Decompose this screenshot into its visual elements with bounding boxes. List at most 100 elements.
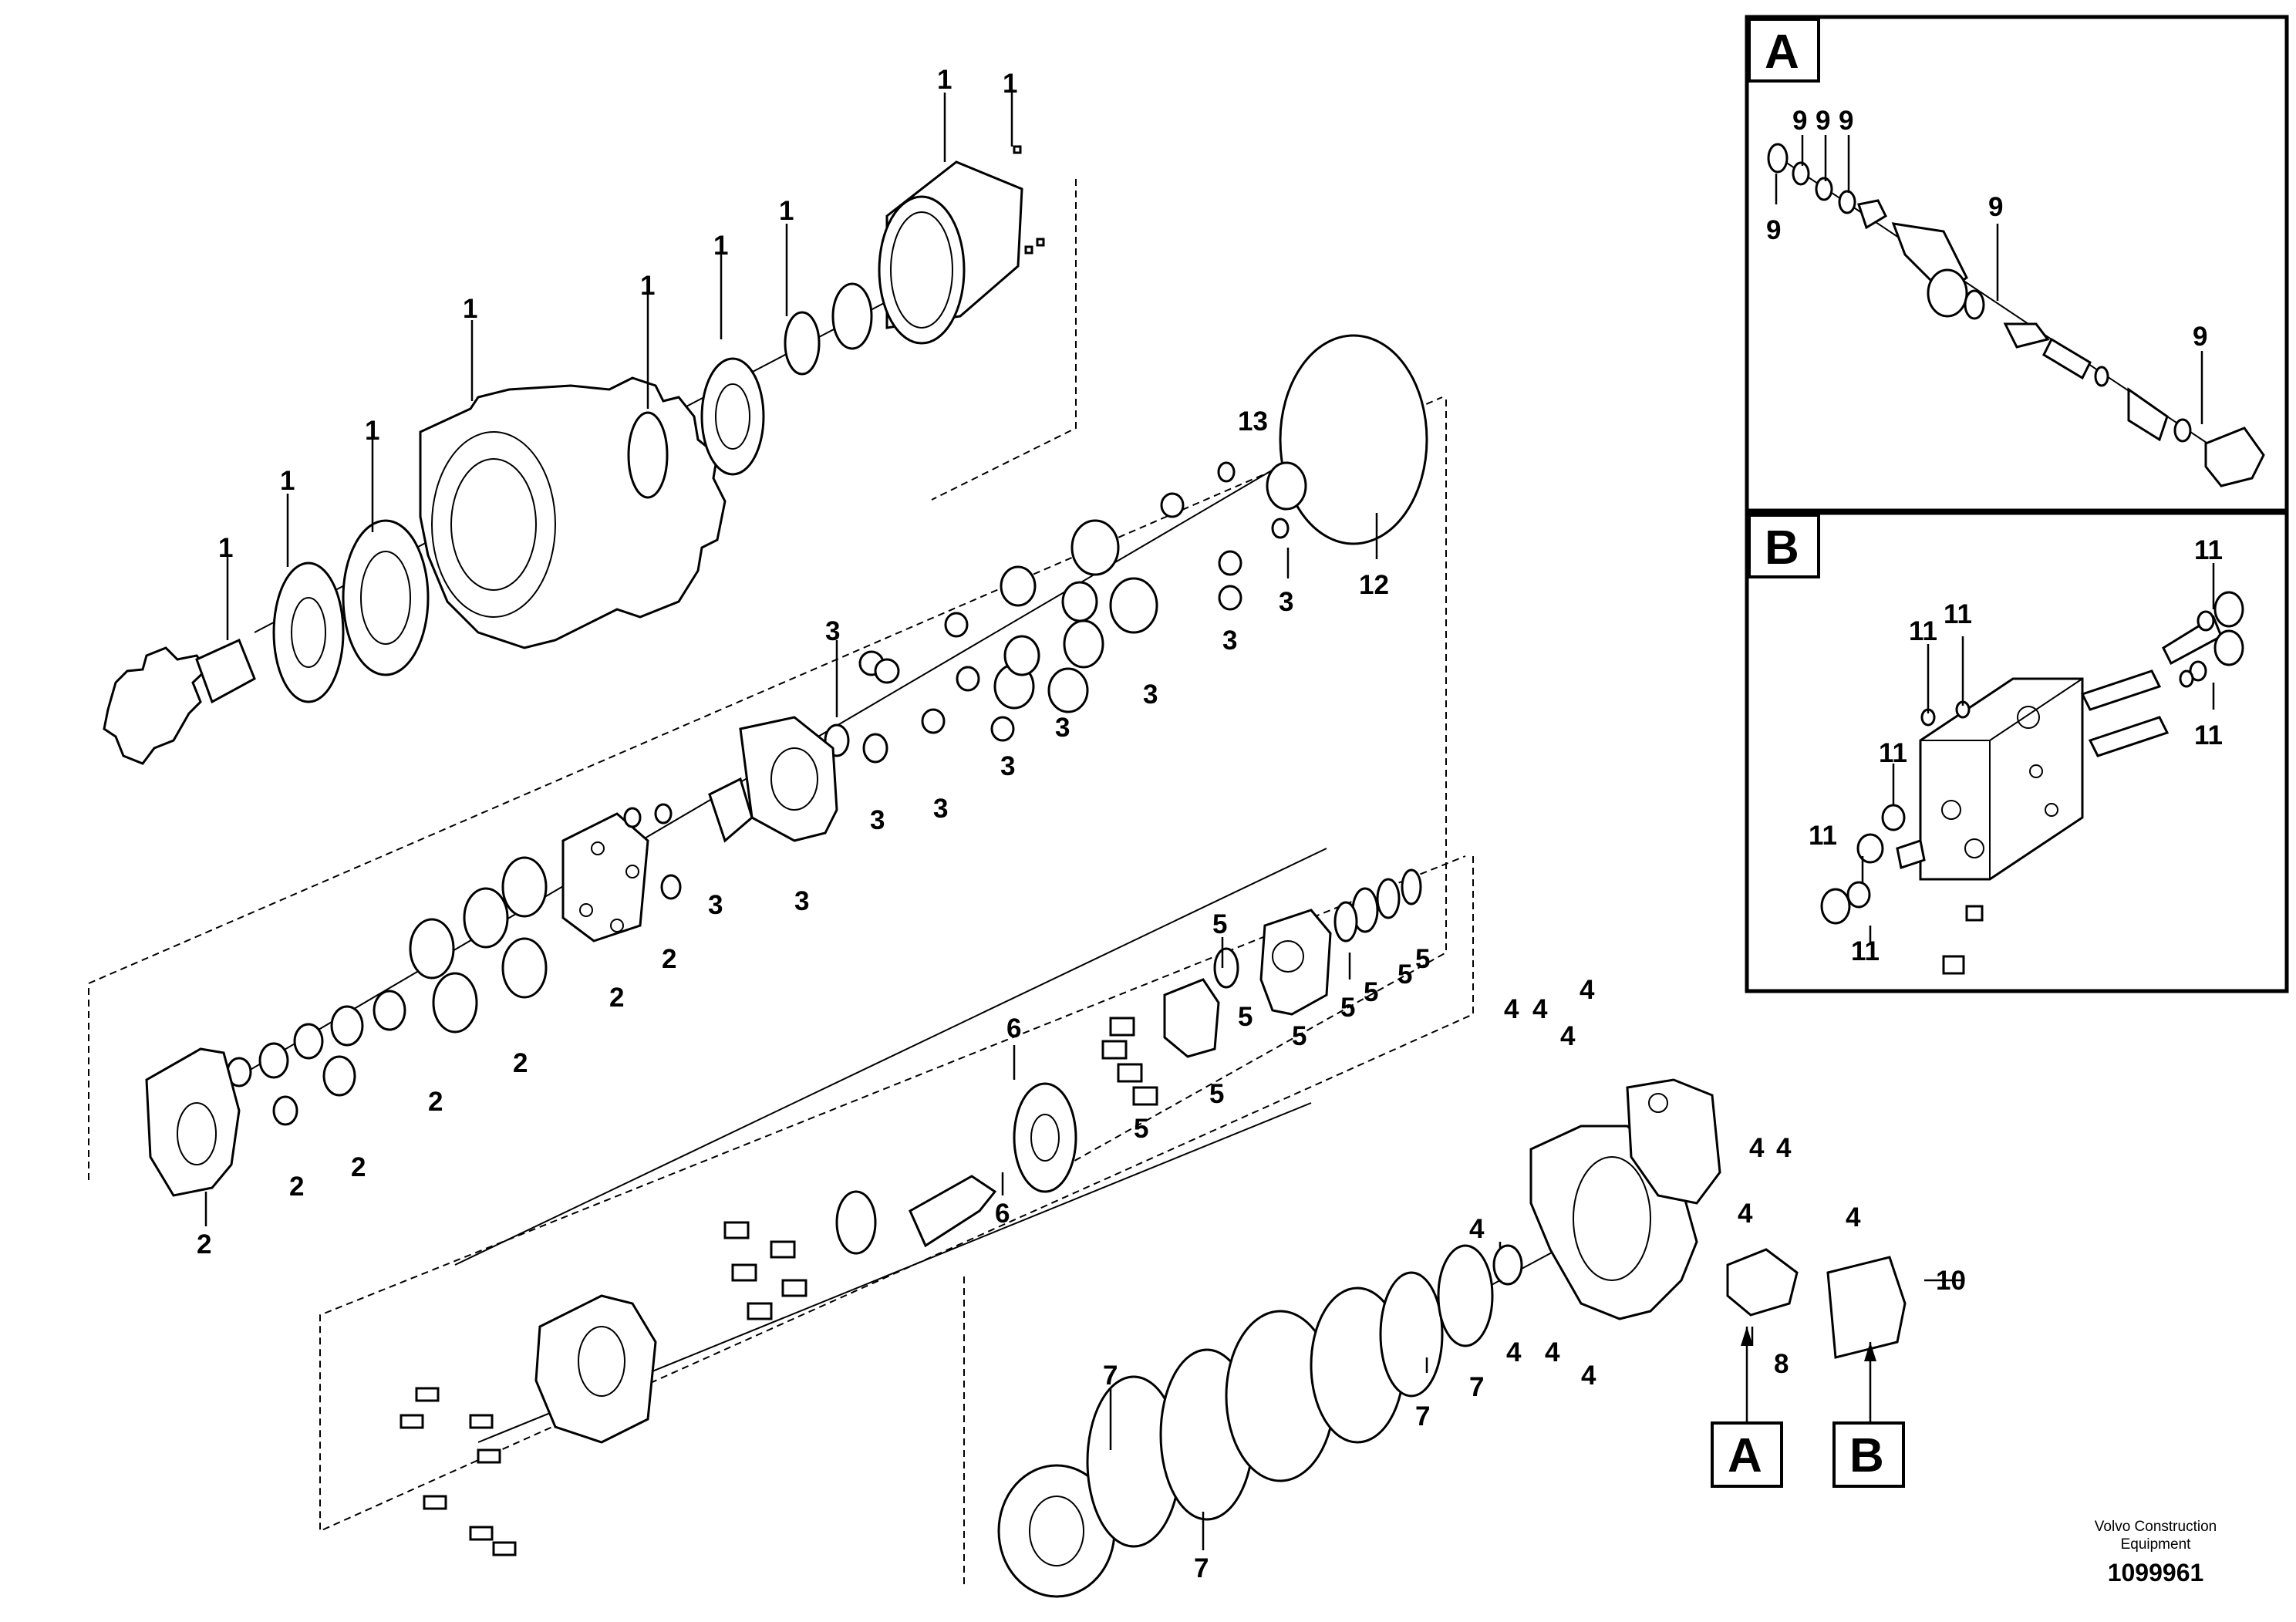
callout-7: 7 [1194, 1553, 1209, 1583]
footer: Volvo Construction Equipment 1099961 [2095, 1519, 2217, 1587]
callout-5: 5 [1364, 977, 1378, 1007]
callout-2: 2 [609, 983, 624, 1013]
callout-2: 2 [662, 944, 676, 974]
cylinder-block [1259, 909, 1332, 1016]
callout-3: 3 [794, 886, 809, 916]
callout-6: 6 [995, 1199, 1010, 1229]
piston-set [1101, 1017, 1158, 1106]
callout-11: 11 [2194, 720, 2223, 750]
planet-shaft [708, 777, 754, 843]
callout-5: 5 [1238, 1002, 1253, 1032]
callout-4: 4 [1738, 1199, 1753, 1229]
callout-4: 4 [1469, 1214, 1485, 1244]
callout-9: 9 [1988, 192, 2003, 222]
inset-panel-b: B 11 11 11 11 11 [1745, 511, 2289, 993]
callout-11: 11 [1909, 616, 1937, 646]
callout-5: 5 [1209, 1079, 1224, 1109]
callout-11: 11 [1851, 936, 1880, 966]
callout-1: 1 [463, 294, 477, 324]
valve-block-b [1826, 1256, 1907, 1359]
row3-parts [400, 868, 1422, 1556]
callout-11: 11 [2194, 535, 2223, 565]
bearing [627, 411, 669, 499]
collar [784, 311, 821, 376]
footer-drawing-number: 1099961 [2108, 1559, 2204, 1587]
callout-5: 5 [1292, 1021, 1306, 1051]
row2-parts [145, 334, 1428, 1197]
spacer-plate [561, 812, 649, 943]
reference-tag-b: B [1832, 1421, 1905, 1488]
callout-10: 10 [1936, 1266, 1966, 1296]
callout-9: 9 [1816, 106, 1830, 136]
relief-valve [1726, 1248, 1799, 1317]
snap-ring [831, 282, 873, 350]
callout-5: 5 [1397, 959, 1412, 990]
callout-5: 5 [1340, 993, 1355, 1023]
callout-4: 4 [1545, 1337, 1560, 1367]
row4-parts [997, 1078, 1907, 1598]
callout-3: 3 [825, 616, 840, 646]
callout-2: 2 [513, 1048, 528, 1078]
callout-1: 1 [218, 533, 233, 563]
callout-3: 3 [1143, 679, 1158, 710]
callout-4: 4 [1504, 994, 1519, 1024]
callout-5: 5 [1134, 1114, 1148, 1144]
swash-plate [1163, 978, 1220, 1058]
ring-gear [878, 160, 1023, 345]
callout-4: 4 [1581, 1361, 1596, 1391]
inset-panel-a: A 9 9 9 9 9 9 [1745, 15, 2289, 513]
footer-company-line2: Equipment [2121, 1536, 2192, 1553]
callout-3: 3 [870, 805, 885, 835]
motor-housing [419, 376, 727, 649]
row1-parts [103, 145, 1045, 765]
callout-4: 4 [1532, 994, 1548, 1024]
callout-1: 1 [365, 416, 379, 446]
reference-tag-a-label: A [1728, 1429, 1762, 1482]
pinion-shaft [103, 638, 256, 765]
carrier-flange [145, 1047, 241, 1197]
sun-gear [1266, 461, 1307, 511]
bolts-left [400, 1387, 517, 1556]
retainer-plate [1013, 1082, 1077, 1193]
callout-5: 5 [1212, 909, 1227, 939]
brake-piston [997, 1464, 1116, 1598]
callout-9: 9 [1792, 106, 1807, 136]
callout-4: 4 [1560, 1021, 1576, 1051]
reference-tag-b-label: B [1849, 1429, 1884, 1482]
callout-labels: 1 1 1 1 1 1 1 1 1 2 2 2 2 2 2 2 3 3 3 3 … [197, 65, 1966, 1583]
callout-7: 7 [1103, 1361, 1118, 1391]
callout-1: 1 [280, 466, 295, 496]
callout-5: 5 [1415, 944, 1430, 974]
callout-1: 1 [640, 271, 655, 301]
callout-9: 9 [1766, 215, 1781, 245]
callout-1: 1 [713, 231, 728, 261]
callout-6: 6 [1006, 1013, 1021, 1044]
callout-3: 3 [1000, 751, 1015, 781]
bearing [700, 357, 765, 476]
callout-8: 8 [1774, 1349, 1789, 1379]
callout-11: 11 [1809, 821, 1837, 851]
leader-lines [204, 93, 1963, 1550]
end-cover [534, 1294, 657, 1444]
callout-9: 9 [1839, 106, 1853, 136]
o-ring [1279, 334, 1428, 545]
callout-2: 2 [428, 1087, 443, 1117]
callout-2: 2 [351, 1152, 366, 1182]
callout-2: 2 [197, 1229, 211, 1259]
callout-9: 9 [2193, 322, 2207, 352]
footer-company-line1: Volvo Construction [2095, 1519, 2217, 1535]
callout-3: 3 [1055, 713, 1070, 743]
section-frames [88, 179, 1474, 1589]
callout-7: 7 [1415, 1401, 1430, 1431]
callout-3: 3 [708, 890, 723, 920]
callout-7: 7 [1469, 1372, 1484, 1402]
callout-3: 3 [1279, 587, 1293, 617]
callout-11: 11 [1879, 738, 1907, 768]
callout-12: 12 [1359, 570, 1389, 600]
valve-body [1626, 1078, 1721, 1205]
callout-4: 4 [1749, 1133, 1765, 1163]
carrier-plate [739, 716, 838, 842]
callout-2: 2 [289, 1172, 304, 1202]
callout-1: 1 [779, 196, 794, 226]
